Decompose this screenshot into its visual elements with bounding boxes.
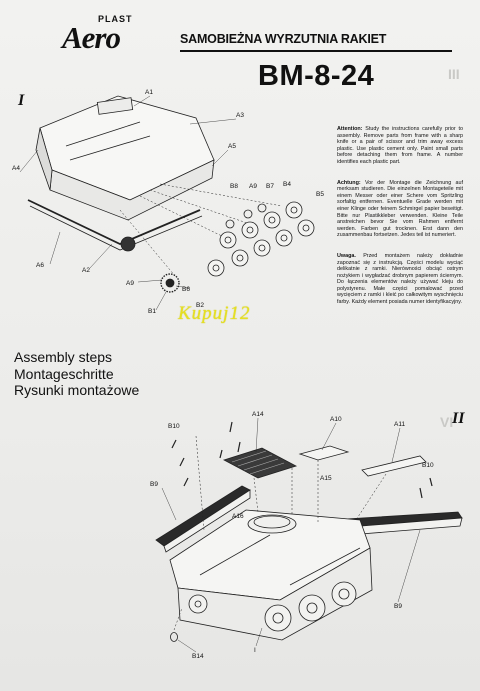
assembly-steps-pl: Rysunki montażowe: [14, 382, 140, 398]
label-b4: B4: [283, 181, 291, 188]
label-b1: B1: [148, 308, 156, 315]
step1-labels: A1 A3 A4 A5 A6 A2 A9 B8 A9 B7 B4 B5 B6 B…: [12, 89, 324, 315]
instructions-pl-body: Przed montażem należy dokładnie zapoznać…: [337, 252, 464, 306]
rail-a11: [361, 455, 427, 477]
brand-plast-label: PLAST: [98, 14, 133, 24]
label-b9-right: B9: [394, 603, 402, 610]
label-a5: A5: [228, 143, 236, 150]
label-a16: A16: [232, 513, 244, 520]
brand-logo: Aero: [62, 20, 121, 55]
drive-sprocket: [160, 273, 180, 293]
small-parts: [171, 421, 433, 499]
assembly-steps-heading: Assembly steps Montageschritte Rysunki m…: [14, 349, 139, 399]
label-b8: B8: [230, 183, 238, 190]
label-a6: A6: [36, 262, 44, 269]
step2-wheels: [188, 581, 357, 632]
reverse-side-ghost: VI: [440, 414, 454, 430]
label-b10-right: B10: [422, 462, 434, 469]
assembly-steps-de: Montageschritte: [14, 365, 114, 382]
label-b9-left: B9: [150, 481, 158, 488]
engine-cover: [222, 447, 298, 479]
step-number-2: II: [452, 410, 465, 427]
step1-leader-lines: [19, 95, 237, 311]
label-b5: B5: [316, 191, 324, 198]
rail-a10: [298, 445, 350, 461]
instructions-de-body: Vor der Montage die Zeichnung auf merksa…: [337, 179, 464, 239]
step2-labels: A14 A10 A11 B10 B10 B9 A15 A16 B9 B14 I: [150, 411, 434, 660]
instructions-block: Attention: Study the instructions carefu…: [337, 126, 463, 320]
label-a1: A1: [145, 89, 153, 96]
label-a2: A2: [82, 267, 90, 274]
label-a10: A10: [330, 416, 342, 423]
label-step-ref: I: [254, 647, 256, 654]
instructions-pl-heading: Uwaga.: [337, 252, 356, 259]
assembly-steps-en: Assembly steps: [14, 349, 113, 365]
instructions-en: Attention: Study the instructions carefu…: [337, 126, 463, 166]
hull-front: [35, 127, 53, 191]
step2-drawing: [155, 421, 463, 642]
label-b6: B6: [182, 286, 190, 293]
instructions-de: Achtung: Vor der Montage die Zeichnung a…: [337, 180, 463, 239]
model-name: BM-8-24: [258, 60, 375, 92]
step-number-1: I: [18, 92, 25, 109]
instructions-en-body: Study the instructions carefully prior t…: [337, 126, 463, 165]
road-wheels: [207, 201, 315, 277]
label-a15: A15: [320, 475, 332, 482]
instructions-de-heading: Achtung:: [337, 179, 361, 186]
instructions-en-heading: Attention:: [337, 126, 363, 132]
label-a11: A11: [394, 421, 405, 428]
step2-leader-lines: [161, 417, 421, 653]
label-a9: A9: [249, 183, 257, 190]
label-a14: A14: [252, 411, 264, 418]
label-a9-lower: A9: [126, 280, 134, 287]
sheet-title: SAMOBIEŻNA WYRZUTNIA RAKIET: [180, 32, 387, 46]
label-b10-left: B10: [168, 423, 180, 430]
instructions-pl: Uwaga. Przed montażem należy dokładnie z…: [337, 253, 463, 306]
watermark: Kupuj12: [178, 303, 251, 324]
label-a3: A3: [236, 112, 244, 119]
label-b2: B2: [196, 302, 204, 309]
label-a4: A4: [12, 165, 20, 172]
label-b14: B14: [192, 653, 204, 660]
reverse-side-ghost: III: [448, 66, 460, 82]
label-b7: B7: [266, 183, 274, 190]
step1-drawing: [27, 95, 315, 293]
hull-lower-side: [177, 547, 373, 641]
title-rule: [180, 50, 452, 52]
part-b14: [170, 632, 178, 642]
